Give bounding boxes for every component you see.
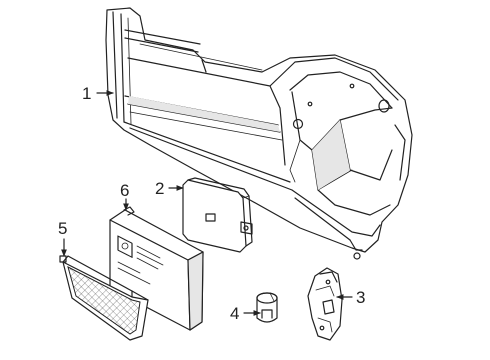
callout-2: 2 xyxy=(155,179,164,198)
callout-leaders xyxy=(61,90,353,316)
cover-plate xyxy=(182,177,253,253)
cargo-net xyxy=(59,255,149,341)
clip xyxy=(256,292,278,323)
callout-6: 6 xyxy=(120,181,129,200)
callout-1: 1 xyxy=(82,84,91,103)
callout-4: 4 xyxy=(230,304,239,323)
callout-labels: 1 2 3 4 5 6 xyxy=(58,84,365,323)
callout-3: 3 xyxy=(356,288,365,307)
trunk-trim-panel xyxy=(105,7,413,260)
callout-5: 5 xyxy=(58,219,67,238)
round-cover xyxy=(307,267,343,341)
